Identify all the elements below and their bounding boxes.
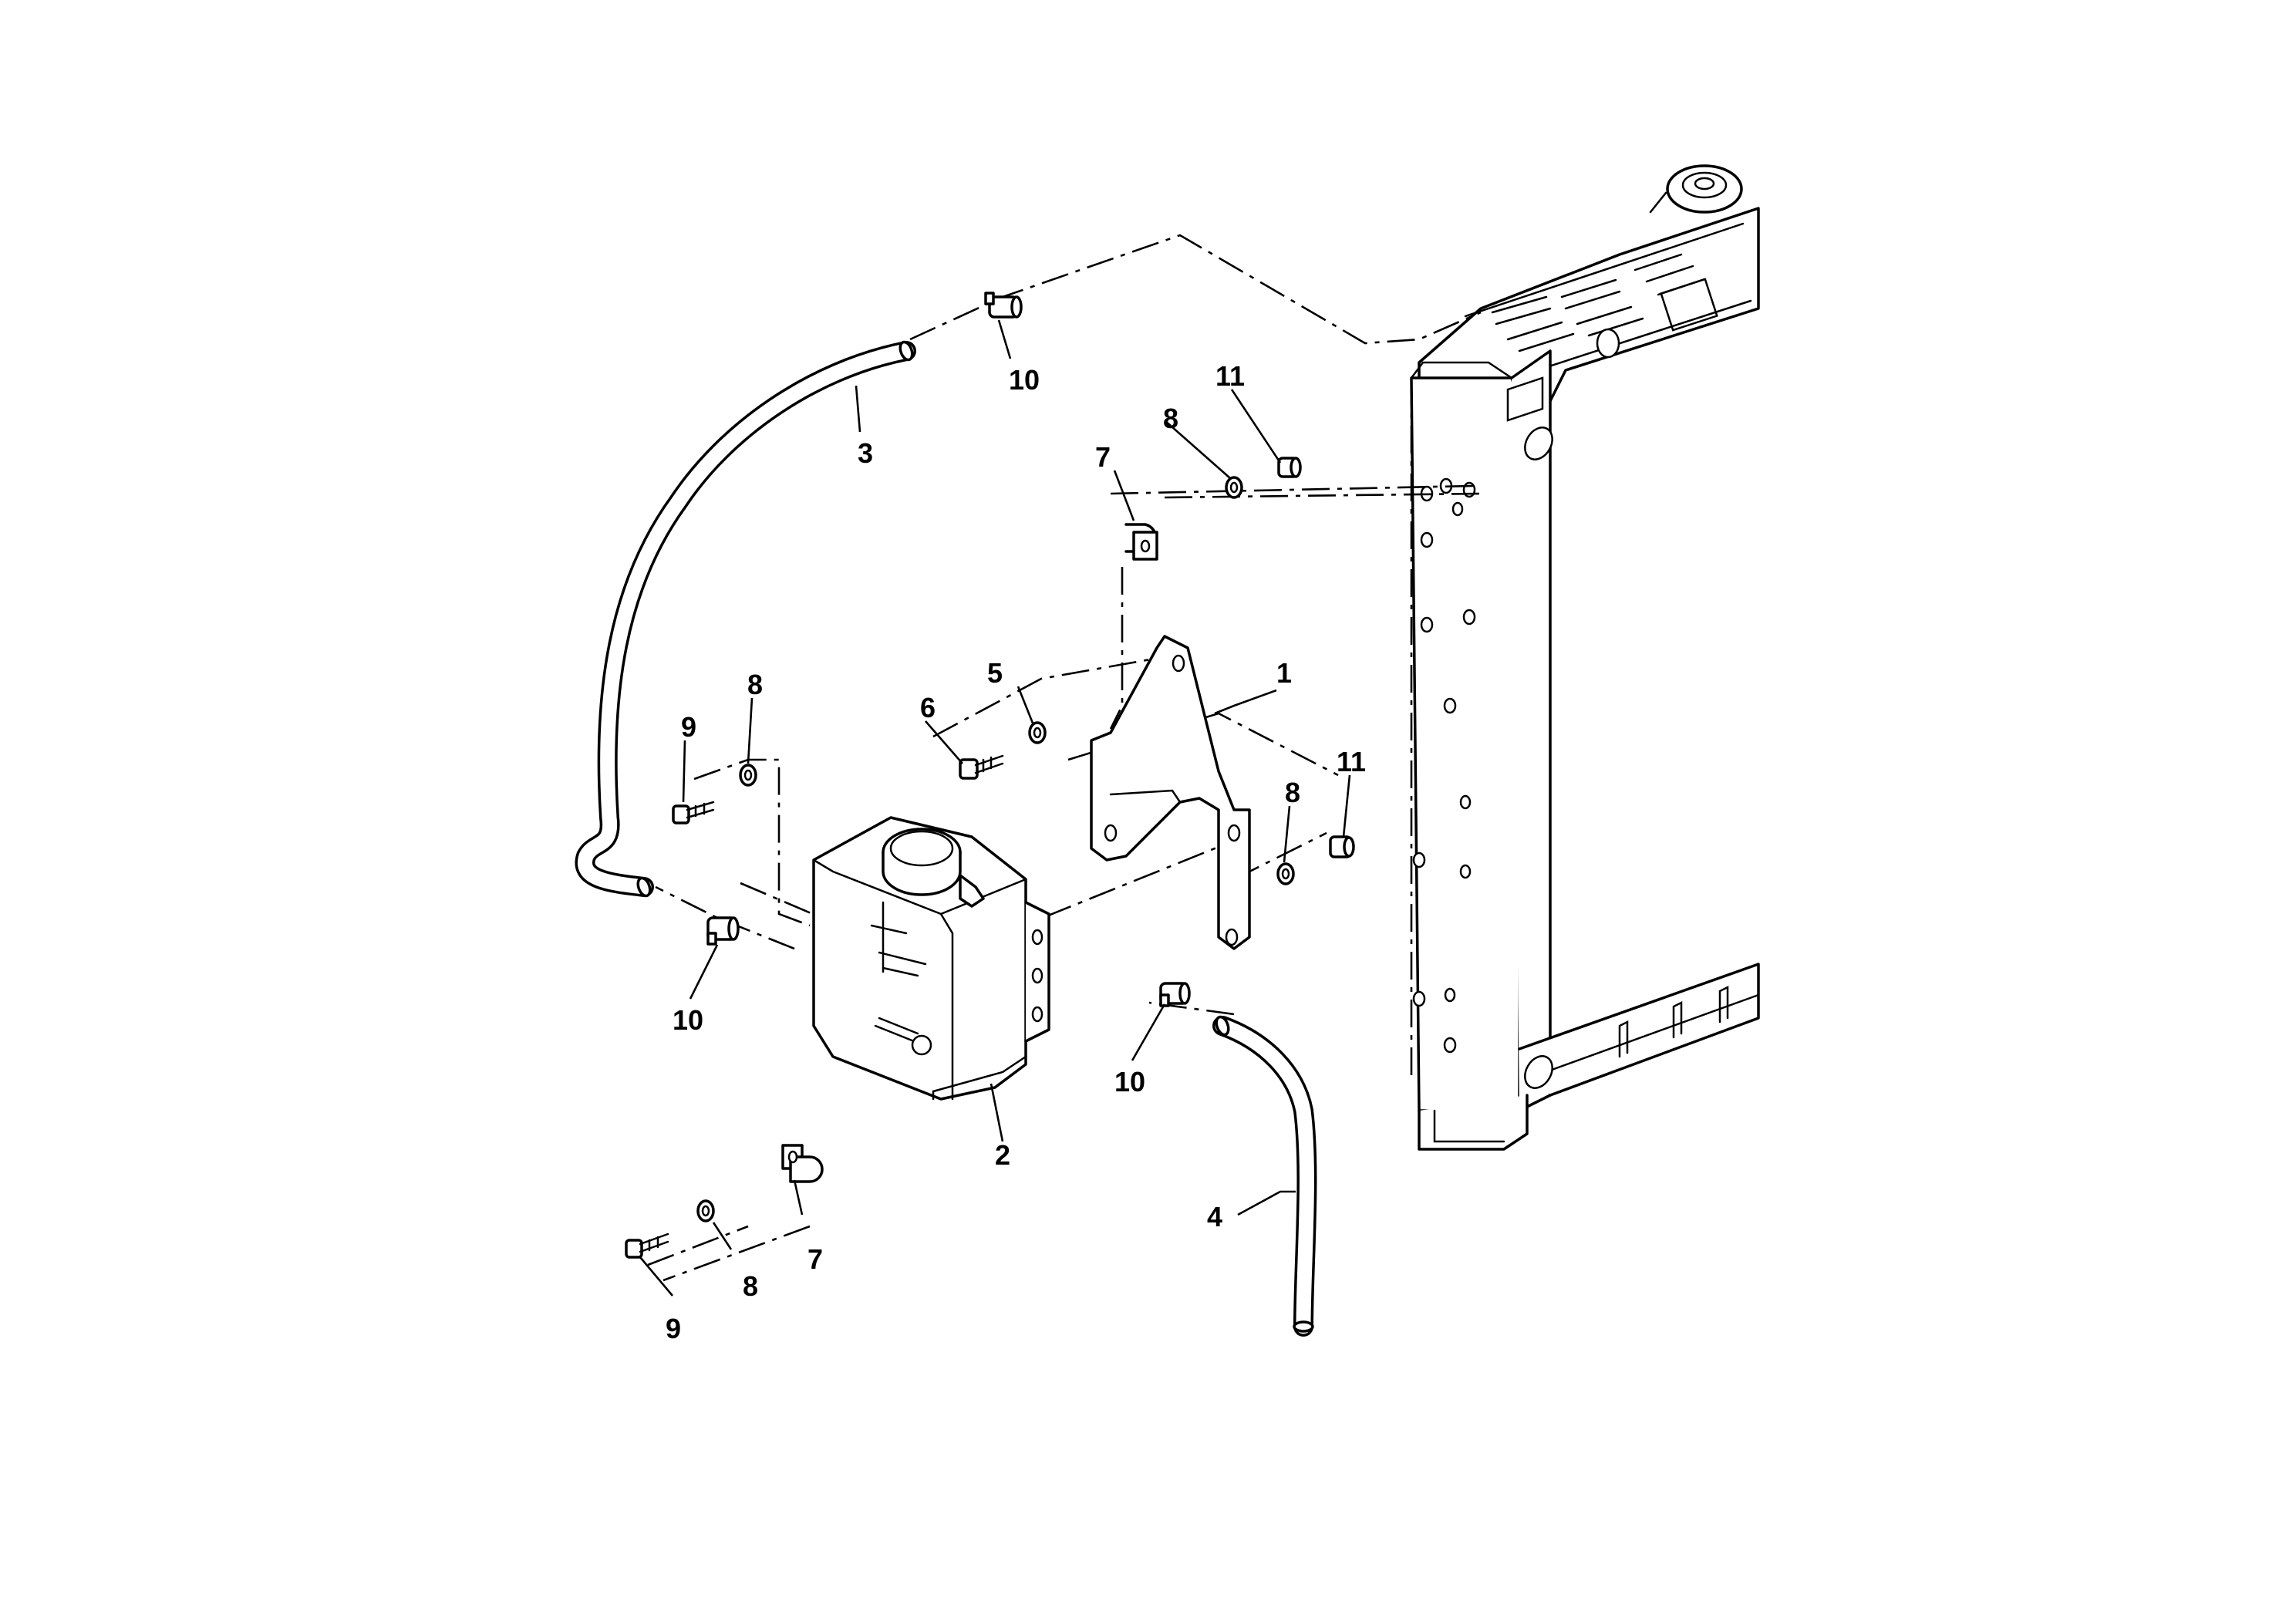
upper-hose [575, 340, 916, 898]
hose-clamp-top [984, 292, 1023, 319]
screw-left [672, 801, 715, 824]
callout-nut-upper: 11 [1215, 360, 1245, 392]
callout-bracket: 1 [1276, 657, 1292, 689]
washer-left [739, 764, 757, 787]
mounting-bracket [1090, 635, 1251, 950]
screw-lower [625, 1233, 669, 1259]
callout-lower-hose: 4 [1207, 1201, 1222, 1233]
callout-clip-lower: 7 [807, 1243, 823, 1275]
callout-hose-clamp-lower: 10 [1114, 1066, 1145, 1098]
clip-lower [781, 1144, 824, 1183]
callout-hose-clamp-left: 10 [673, 1004, 703, 1036]
callout-tank: 2 [995, 1139, 1010, 1171]
callout-washer-right: 8 [1285, 777, 1300, 808]
callout-screw-left: 9 [681, 711, 696, 743]
hose-clamp-left [706, 916, 740, 946]
callout-labels: 1 2 3 4 5 6 7 7 8 8 8 8 9 9 10 10 10 11 … [666, 360, 1366, 1344]
callout-screw-lower: 9 [666, 1313, 681, 1344]
nut-right [1329, 835, 1355, 858]
leader-lines [639, 319, 1351, 1297]
lower-hose [1212, 1015, 1317, 1337]
washer-lower [696, 1199, 715, 1222]
expansion-tank [812, 816, 1050, 1101]
callout-washer-lower: 8 [743, 1270, 758, 1302]
callout-washer-left: 8 [747, 669, 763, 700]
washer-right [1276, 862, 1295, 885]
callout-hose-clamp-top: 10 [1009, 364, 1040, 396]
bolt-6 [959, 754, 1004, 780]
clip-upper [1124, 523, 1158, 561]
callout-bolt-6: 6 [920, 692, 936, 723]
hardware [625, 292, 1355, 1259]
callout-clip-upper: 7 [1095, 441, 1111, 473]
nut-upper [1277, 457, 1302, 478]
washer-5 [1028, 721, 1047, 744]
callout-washer-upper: 8 [1163, 403, 1178, 434]
callout-washer-5: 5 [987, 657, 1003, 689]
callout-upper-hose: 3 [858, 437, 873, 469]
hose-clamp-lower [1159, 982, 1191, 1007]
radiator-assembly [1410, 164, 1760, 1151]
washer-upper [1225, 476, 1243, 499]
callout-nut-right: 11 [1337, 746, 1366, 777]
